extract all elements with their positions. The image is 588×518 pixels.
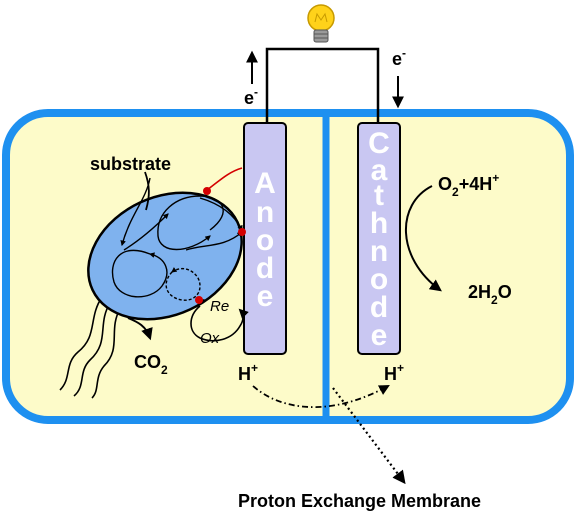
- svg-text:A: A: [254, 167, 276, 200]
- anode-electrode: [243, 122, 287, 355]
- proton-label-left: H+: [238, 361, 258, 384]
- water-label: 2H2O: [468, 282, 512, 307]
- proton-label-right: H+: [384, 361, 404, 384]
- co2-label: CO2: [134, 352, 168, 377]
- cathode-electrode: [357, 122, 401, 355]
- cathode-label: C a t h n o d e: [368, 127, 390, 352]
- svg-text:e: e: [257, 280, 274, 313]
- electron-label-right: e-: [392, 46, 406, 69]
- svg-text:a: a: [371, 154, 388, 187]
- cathode-reaction-arrow: [404, 185, 442, 292]
- membrane-caption: Proton Exchange Membrane: [238, 491, 481, 511]
- svg-text:C: C: [368, 127, 390, 160]
- electron-label-left: e-: [244, 85, 258, 108]
- redox-cycle-arrow: [190, 305, 249, 342]
- bacterium-flagella: [59, 296, 121, 399]
- mediator-connector: [206, 167, 243, 191]
- mediator-dot-bottom: [195, 296, 203, 304]
- co2-arrow: [127, 317, 153, 341]
- svg-text:d: d: [256, 252, 274, 285]
- oxygen-proton-label: O2+4H+: [438, 171, 499, 199]
- anode-label: A n o d e: [254, 167, 276, 313]
- mediator-dot-anode: [238, 228, 246, 236]
- ox-label: Ox: [200, 330, 220, 347]
- svg-text:n: n: [370, 235, 388, 268]
- svg-text:o: o: [370, 263, 388, 296]
- substrate-label: substrate: [90, 154, 171, 174]
- proton-transfer-path: [252, 384, 390, 409]
- mediator-dot-top: [203, 187, 211, 195]
- svg-text:t: t: [374, 179, 384, 212]
- svg-text:n: n: [256, 196, 274, 229]
- external-circuit-wire: [265, 47, 380, 123]
- svg-text:o: o: [256, 224, 274, 257]
- light-bulb-icon: [307, 4, 335, 43]
- svg-text:e: e: [371, 319, 388, 352]
- svg-text:d: d: [370, 291, 388, 324]
- substrate-arrow: [144, 171, 150, 211]
- re-label: Re: [210, 298, 229, 315]
- svg-text:h: h: [370, 207, 388, 240]
